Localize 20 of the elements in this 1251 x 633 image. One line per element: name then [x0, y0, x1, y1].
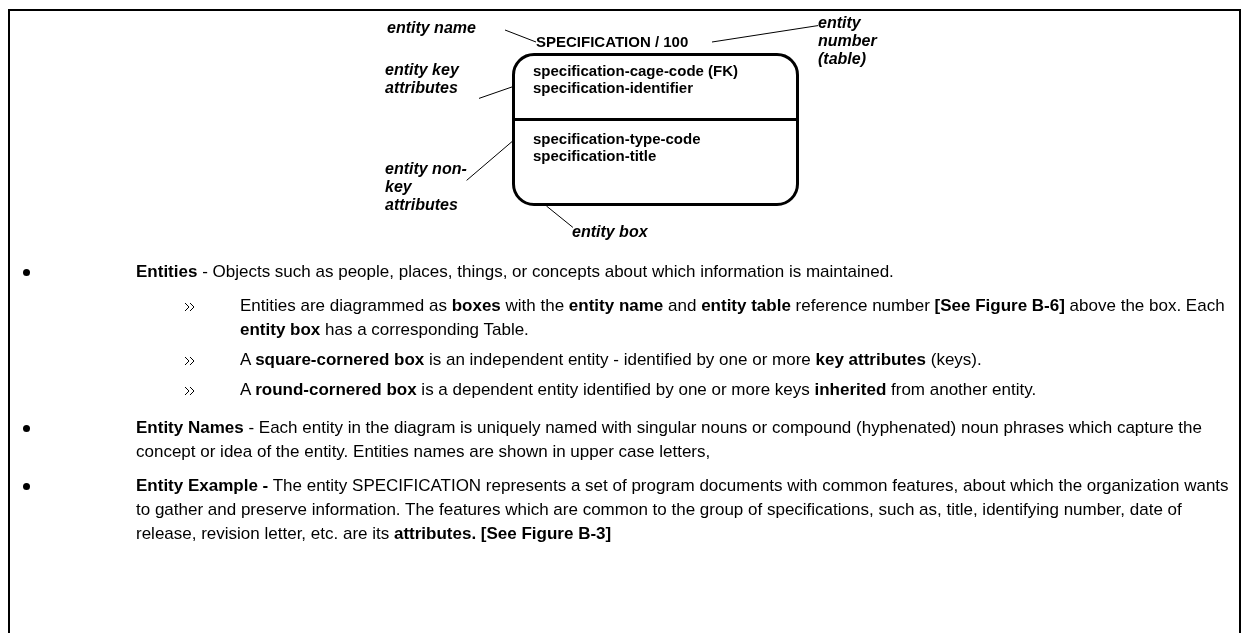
leader-line: [545, 205, 574, 228]
callout-label: entity box: [572, 223, 662, 245]
leader-line: [711, 25, 819, 43]
paragraph: Entities are diagrammed as boxes with the entity name and entity table reference number [See Figure B-6] above the box. Each entity box has a corresponding Table.: [240, 296, 1225, 339]
callout-label: entity non-key attributes: [385, 160, 481, 228]
attribute-name: specification-type-code: [533, 130, 702, 148]
paragraph: Entity Names - Each entity in the diagram is uniquely named with singular nouns or compound (hyphenated) noun phrases which capture the concept or idea of the entity. Entities names are shown in upper case letters,: [136, 418, 1202, 461]
attribute-name: specification-title: [533, 147, 658, 165]
attribute-name: specification-cage-code (FK): [533, 62, 740, 80]
callout-label: entity key attributes: [385, 61, 479, 105]
attribute-name: specification-identifier: [533, 79, 695, 97]
entity-box: [512, 53, 799, 206]
paragraph: Entities - Objects such as people, places, things, or concepts about which information is maintained.: [136, 262, 894, 281]
paragraph: Entity Example - The entity SPECIFICATION represents a set of program documents with common features, about which the organization wants to gather and preserve information. The features which are common to the group of specifications, such as, title, identifying number, date of release, revision letter, etc. are its attributes. [See Figure B-3]: [136, 476, 1229, 543]
callout-label: entity number (table): [818, 14, 898, 72]
entity-heading: SPECIFICATION / 100: [536, 33, 712, 53]
leader-line: [504, 29, 537, 43]
callout-label: entity name: [387, 19, 505, 41]
paragraph: A round-cornered box is a dependent entity identified by one or more keys inherited from another entity.: [240, 380, 1037, 399]
paragraph: A square-cornered box is an independent entity - identified by one or more key attributes (keys).: [240, 350, 982, 369]
